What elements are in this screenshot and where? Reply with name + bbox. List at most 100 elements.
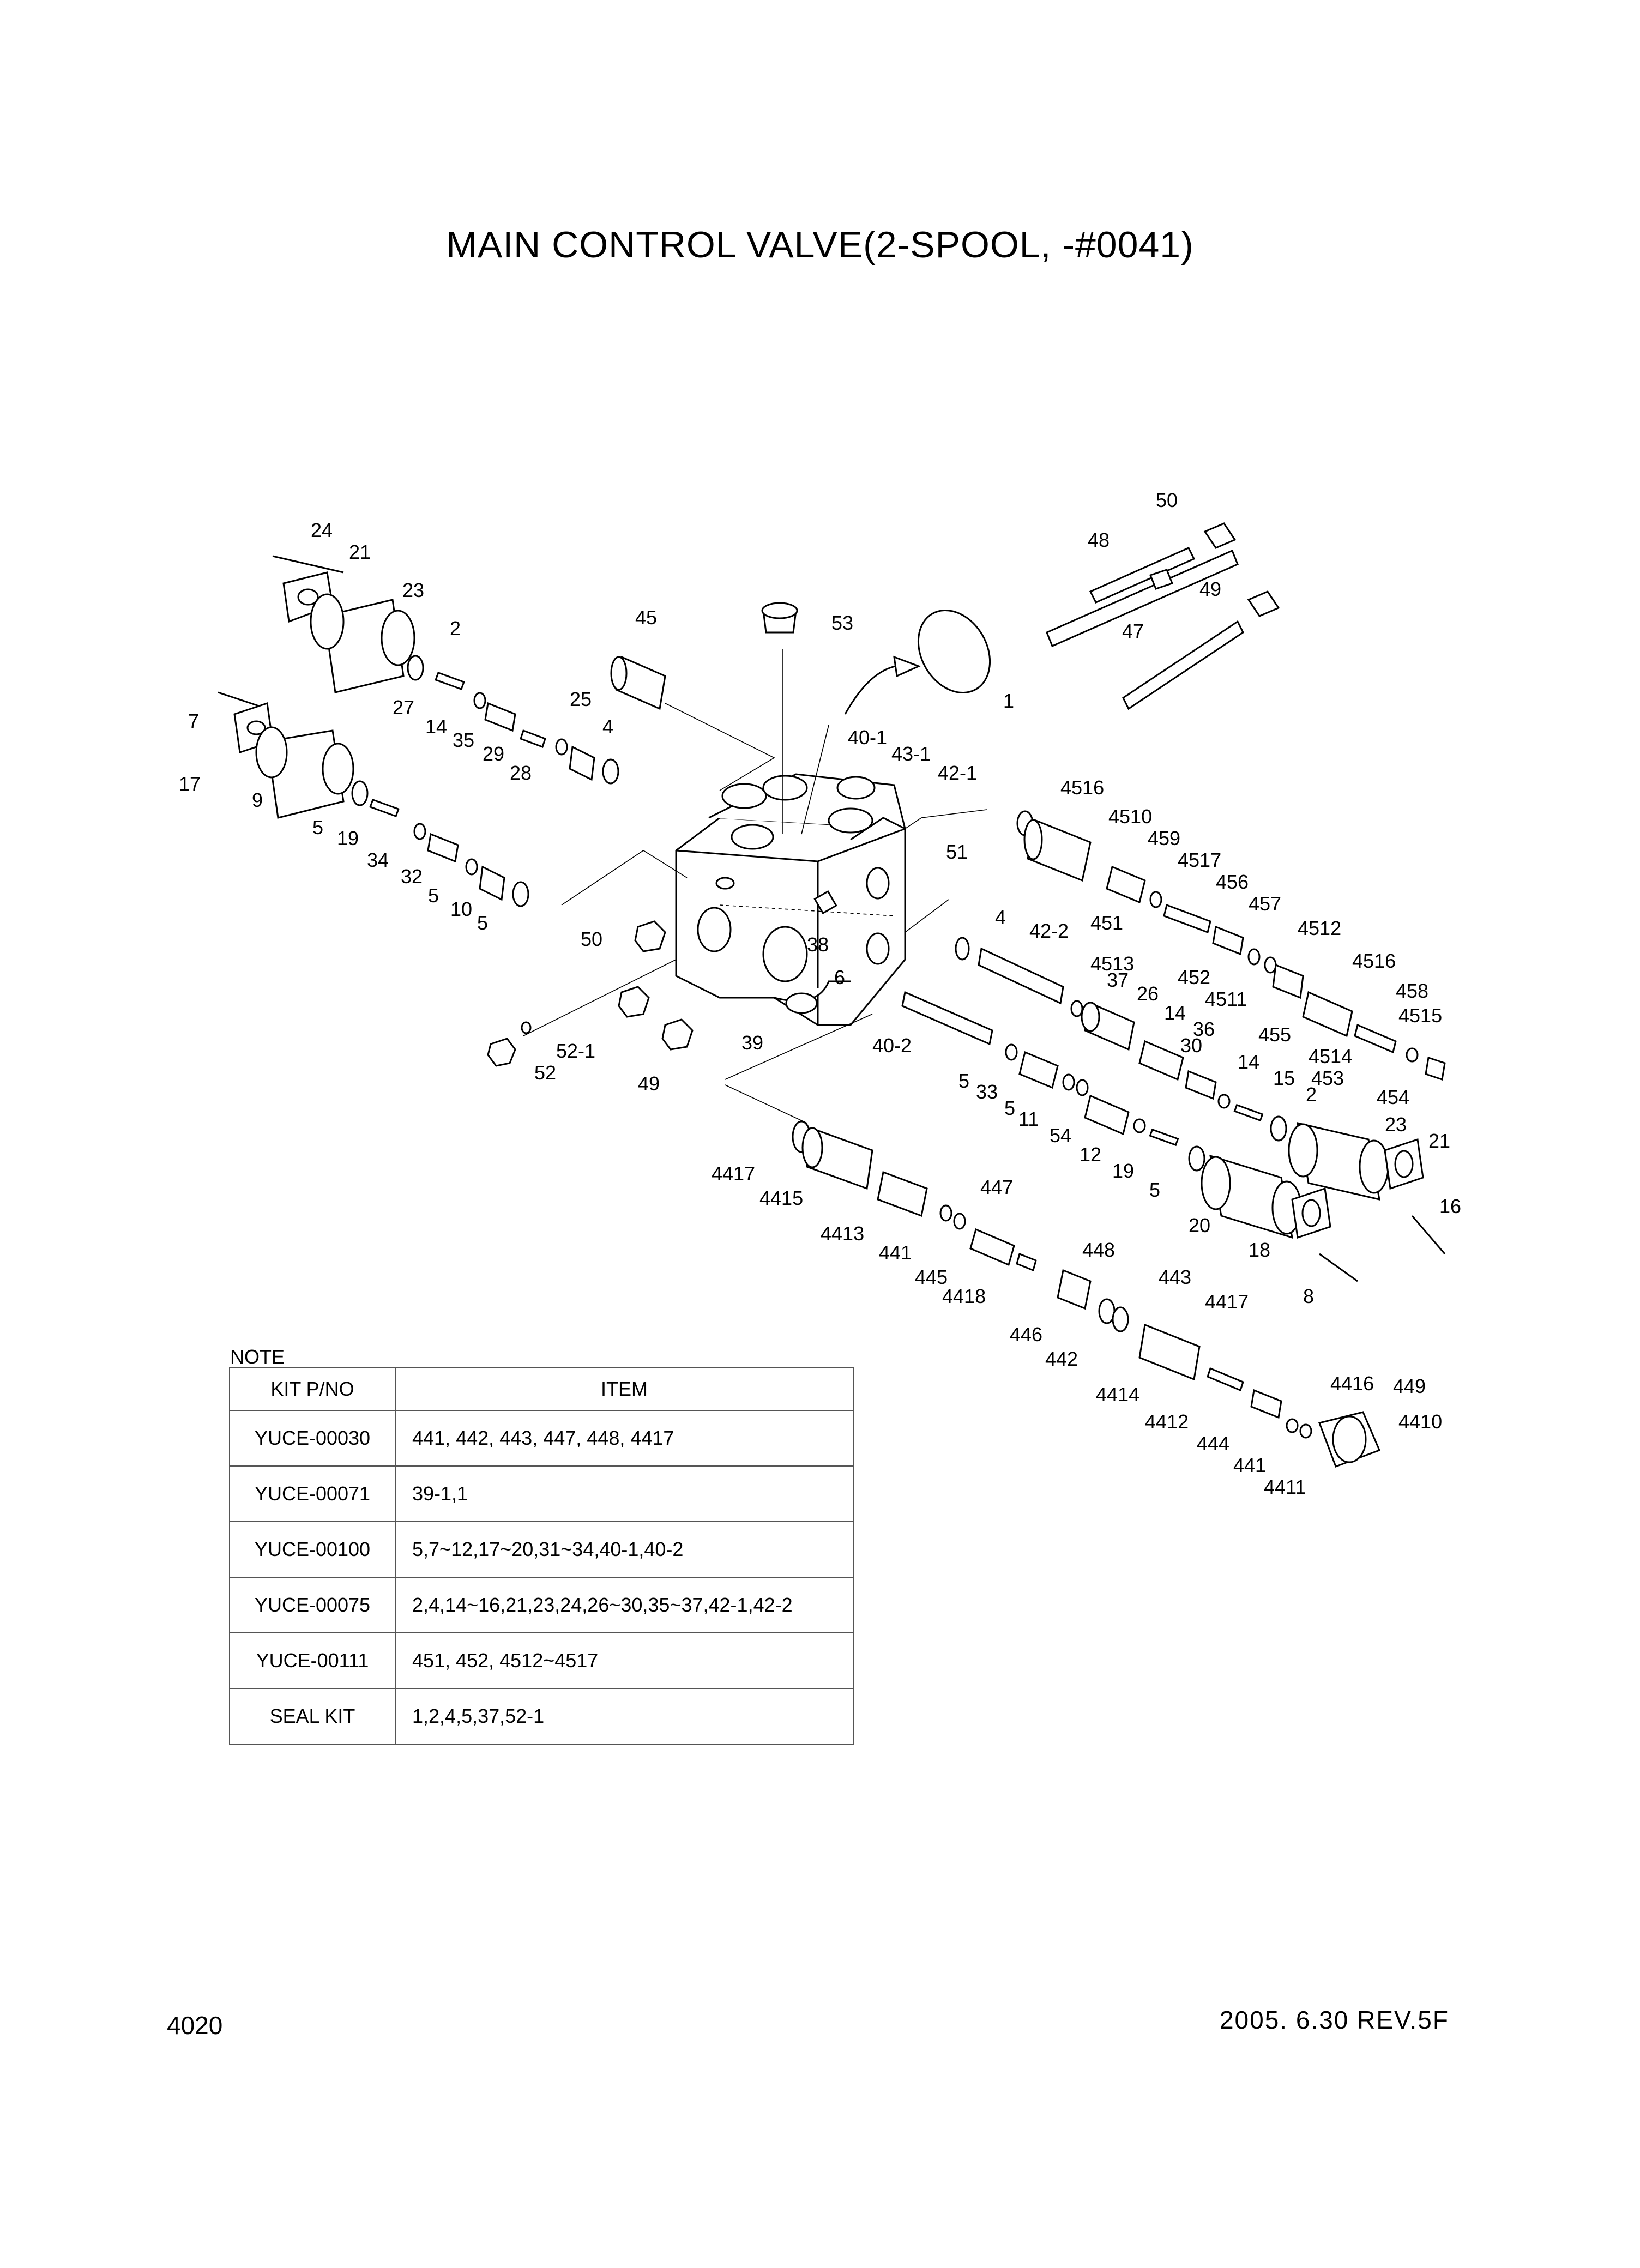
part-label: 33 bbox=[976, 1081, 998, 1103]
part-label: 448 bbox=[1082, 1239, 1115, 1261]
right-lower-spool-group bbox=[901, 991, 1358, 1282]
part-label: 4517 bbox=[1178, 849, 1221, 871]
part-label: 14 bbox=[1238, 1051, 1259, 1073]
part-label: 36 bbox=[1193, 1018, 1215, 1040]
part-label: 441 bbox=[1233, 1454, 1266, 1476]
part-label: 11 bbox=[1018, 1108, 1039, 1130]
part-label: 5 bbox=[428, 884, 439, 907]
part-label: 19 bbox=[337, 827, 359, 849]
table-row: YUCE-00071 39-1,1 bbox=[229, 1465, 854, 1522]
part-label: 49 bbox=[638, 1072, 660, 1095]
part-label: 6 bbox=[834, 966, 845, 988]
part-label: 28 bbox=[510, 762, 532, 784]
part-label: 25 bbox=[570, 688, 592, 710]
part-label: 18 bbox=[1249, 1239, 1270, 1261]
part-label: 39 bbox=[741, 1032, 763, 1054]
bottom-spool-group bbox=[792, 1120, 1380, 1468]
part-label: 4412 bbox=[1145, 1410, 1189, 1433]
note-heading: NOTE bbox=[230, 1346, 285, 1368]
part-label: 4411 bbox=[1264, 1476, 1306, 1498]
part-label: 52 bbox=[534, 1061, 556, 1084]
part-label: 32 bbox=[401, 865, 423, 888]
part-label: 10 bbox=[450, 898, 472, 920]
right-middle-spool-group bbox=[955, 937, 1446, 1254]
part-label: 454 bbox=[1377, 1086, 1409, 1108]
page-title: MAIN CONTROL VALVE(2-SPOOL, -#0041) bbox=[446, 224, 1194, 266]
part-label: 27 bbox=[393, 696, 414, 719]
part-label: 442 bbox=[1045, 1348, 1078, 1370]
part-label: 5 bbox=[1004, 1097, 1015, 1119]
right-upper-spool-group bbox=[1016, 810, 1446, 1081]
part-label: 42-2 bbox=[1029, 920, 1069, 942]
part-label: 23 bbox=[1385, 1113, 1407, 1136]
part-label: 48 bbox=[1088, 529, 1110, 551]
part-label: 2 bbox=[450, 617, 461, 640]
part-label: 4415 bbox=[759, 1187, 803, 1209]
part-label: 444 bbox=[1197, 1432, 1229, 1455]
part-label: 9 bbox=[252, 789, 263, 811]
part-label: 452 bbox=[1178, 966, 1210, 988]
table-row: YUCE-00100 5,7~12,17~20,31~34,40-1,40-2 bbox=[229, 1521, 854, 1578]
leader-lines bbox=[523, 649, 987, 1124]
table-row: YUCE-00030 441, 442, 443, 447, 448, 4417 bbox=[229, 1410, 854, 1467]
part-label: 14 bbox=[1164, 1002, 1186, 1024]
part-label: 4413 bbox=[821, 1222, 864, 1245]
part-label: 441 bbox=[879, 1241, 912, 1264]
part-label: 23 bbox=[402, 579, 424, 601]
part-label: 29 bbox=[483, 743, 504, 765]
table-row: SEAL KIT 1,2,4,5,37,52-1 bbox=[229, 1688, 854, 1745]
kit-pno-header: KIT P/NO bbox=[229, 1367, 396, 1411]
part-label: 35 bbox=[453, 729, 474, 751]
part-label: 38 bbox=[807, 933, 829, 956]
part-label: 451 bbox=[1090, 912, 1123, 934]
item-header: ITEM bbox=[395, 1367, 854, 1411]
part-label: 42-1 bbox=[938, 762, 977, 784]
part-label: 4514 bbox=[1309, 1045, 1352, 1067]
part-label: 17 bbox=[179, 773, 201, 795]
item-cell: 5,7~12,17~20,31~34,40-1,40-2 bbox=[395, 1521, 854, 1578]
item-cell: 39-1,1 bbox=[395, 1465, 854, 1522]
part-label: 447 bbox=[980, 1176, 1013, 1198]
kit-pno-cell: YUCE-00111 bbox=[229, 1632, 396, 1689]
part-label: 47 bbox=[1122, 620, 1144, 642]
part-label: 4414 bbox=[1096, 1383, 1139, 1406]
part-label: 37 bbox=[1107, 969, 1129, 991]
part-label: 4512 bbox=[1298, 917, 1341, 939]
kit-pno-cell: YUCE-00071 bbox=[229, 1465, 396, 1522]
table-row: YUCE-00075 2,4,14~16,21,23,24,26~30,35~3… bbox=[229, 1577, 854, 1633]
part-label: 40-2 bbox=[872, 1034, 912, 1057]
part-label: 449 bbox=[1393, 1375, 1426, 1397]
part-label: 50 bbox=[1156, 489, 1178, 511]
part-label: 4417 bbox=[712, 1162, 755, 1185]
part-label: 457 bbox=[1249, 892, 1281, 915]
part-label: 34 bbox=[367, 849, 389, 871]
part-label: 30 bbox=[1180, 1034, 1202, 1057]
part-label: 49 bbox=[1199, 578, 1221, 600]
part-label: 2 bbox=[1306, 1083, 1317, 1106]
part-label: 458 bbox=[1396, 980, 1428, 1002]
part-label: 4418 bbox=[942, 1285, 986, 1307]
part-label: 5 bbox=[958, 1070, 969, 1092]
item-cell: 2,4,14~16,21,23,24,26~30,35~37,42-1,42-2 bbox=[395, 1577, 854, 1633]
part-label: 43-1 bbox=[891, 743, 931, 765]
part-label: 4511 bbox=[1205, 988, 1247, 1010]
item-cell: 441, 442, 443, 447, 448, 4417 bbox=[395, 1410, 854, 1467]
part-label: 5 bbox=[312, 816, 323, 839]
valve-body bbox=[675, 655, 921, 1026]
part-label: 453 bbox=[1311, 1067, 1344, 1089]
part-label: 51 bbox=[946, 841, 968, 863]
part-label: 50 bbox=[581, 928, 602, 950]
part-label: 443 bbox=[1159, 1266, 1191, 1288]
kit-table-header: KIT P/NO ITEM bbox=[229, 1367, 854, 1411]
part-label: 456 bbox=[1216, 871, 1249, 893]
part-label: 12 bbox=[1080, 1143, 1101, 1166]
part-label: 20 bbox=[1189, 1214, 1210, 1236]
table-row: YUCE-00111 451, 452, 4512~4517 bbox=[229, 1632, 854, 1689]
part-label: 8 bbox=[1303, 1285, 1314, 1307]
part-label: 4516 bbox=[1060, 776, 1104, 799]
part-label: 19 bbox=[1112, 1160, 1134, 1182]
part-label: 445 bbox=[915, 1266, 948, 1288]
part-label: 4416 bbox=[1330, 1372, 1374, 1395]
part-label: 21 bbox=[1428, 1130, 1450, 1152]
part-label: 7 bbox=[188, 710, 199, 732]
